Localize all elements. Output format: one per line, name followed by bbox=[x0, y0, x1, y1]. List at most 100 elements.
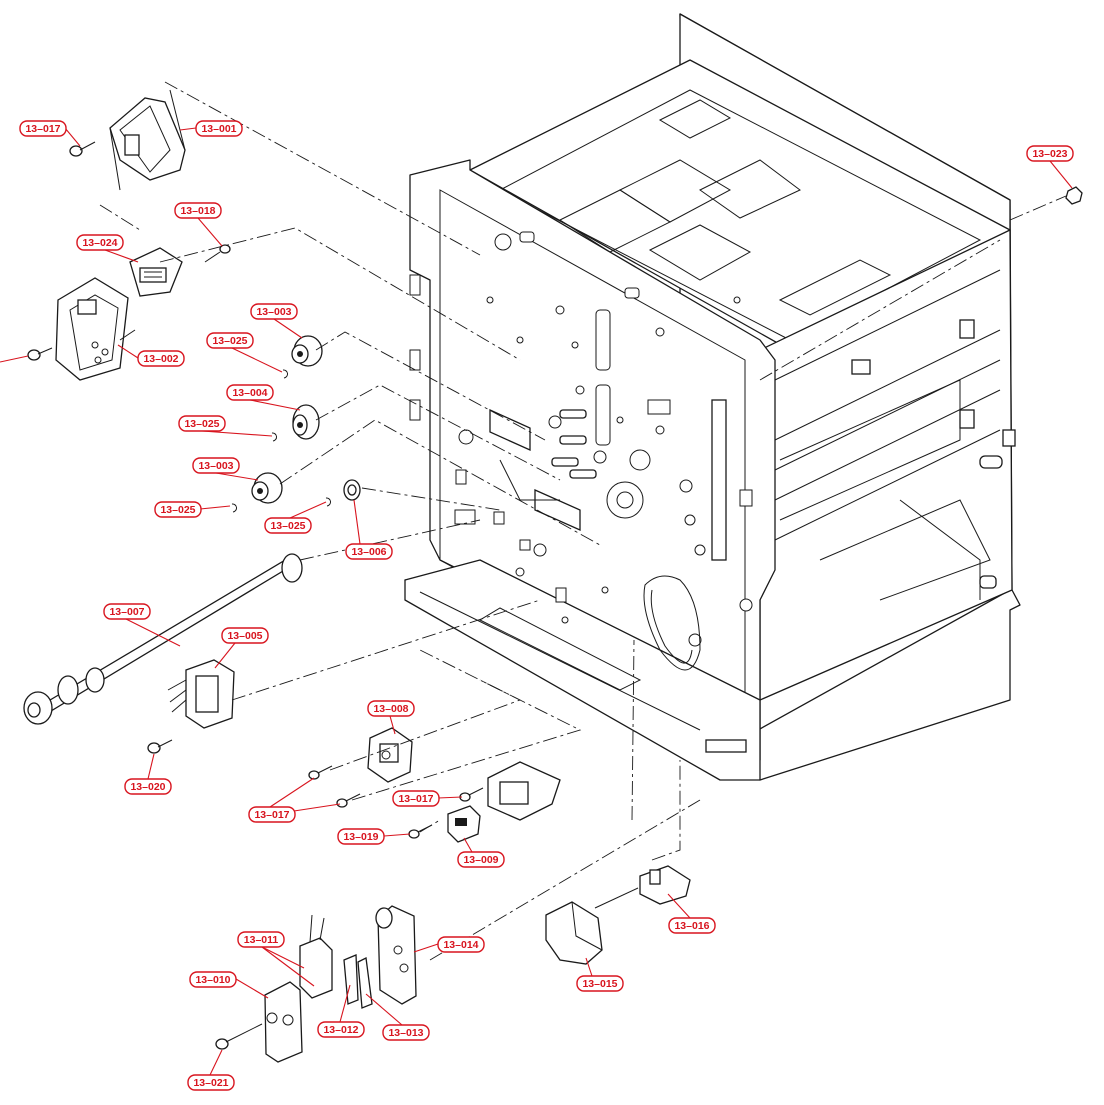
callout-text: 13–016 bbox=[674, 920, 709, 932]
callout-13-023: 13–023 bbox=[1026, 145, 1074, 162]
part-13-008 bbox=[367, 727, 413, 783]
callout-13-012: 13–012 bbox=[317, 1021, 365, 1038]
callout-text: 13–009 bbox=[463, 854, 498, 866]
callout-box bbox=[382, 1024, 430, 1041]
part-13-002 bbox=[55, 277, 136, 381]
callout-13-017a: 13–017 bbox=[19, 120, 67, 137]
chassis-frame bbox=[404, 13, 1021, 781]
callout-text: 13–017 bbox=[254, 809, 289, 821]
part-sensor-bracket bbox=[487, 761, 561, 821]
callout-box bbox=[457, 851, 505, 868]
callout-text: 13–020 bbox=[130, 781, 165, 793]
callout-13-011: 13–011 bbox=[237, 931, 285, 948]
callout-13-025d: 13–025 bbox=[264, 517, 312, 534]
callout-box bbox=[174, 202, 222, 219]
callout-text: 13–018 bbox=[180, 205, 215, 217]
callout-text: 13–025 bbox=[270, 520, 305, 532]
callout-13-005: 13–005 bbox=[221, 627, 269, 644]
callout-13-006: 13–006 bbox=[345, 543, 393, 560]
callout-box bbox=[192, 457, 240, 474]
part-13-006-bushing bbox=[343, 479, 361, 501]
callout-13-001: 13–001 bbox=[195, 120, 243, 137]
callout-13-017b: 13–017 bbox=[392, 790, 440, 807]
callout-13-016: 13–016 bbox=[668, 917, 716, 934]
callout-text: 13–002 bbox=[143, 353, 178, 365]
callout-13-008: 13–008 bbox=[367, 700, 415, 717]
callout-13-007: 13–007 bbox=[103, 603, 151, 620]
callout-13-004: 13–004 bbox=[226, 384, 274, 401]
part-13-011 bbox=[299, 914, 333, 999]
part-13-020 bbox=[147, 739, 173, 754]
callout-box bbox=[576, 975, 624, 992]
callout-text: 13–003 bbox=[256, 306, 291, 318]
callout-box bbox=[345, 543, 393, 560]
callout-13-019: 13–019 bbox=[337, 828, 385, 845]
callout-box bbox=[76, 234, 124, 251]
callout-13-018: 13–018 bbox=[174, 202, 222, 219]
callout-13-020: 13–020 bbox=[124, 778, 172, 795]
callout-box bbox=[250, 303, 298, 320]
callout-text: 13–001 bbox=[201, 123, 236, 135]
callout-13-003a: 13–003 bbox=[250, 303, 298, 320]
callout-13-009: 13–009 bbox=[457, 851, 505, 868]
part-13-016 bbox=[594, 865, 691, 909]
callout-text: 13–010 bbox=[195, 974, 230, 986]
callout-box bbox=[178, 415, 226, 432]
part-13-012-013 bbox=[343, 954, 373, 1009]
callout-text: 13–017 bbox=[25, 123, 60, 135]
part-13-023 bbox=[1065, 186, 1083, 205]
part-13-024 bbox=[129, 247, 183, 297]
callout-box bbox=[237, 931, 285, 948]
callout-labels: 13–001 13–017 13–023 13–018 13–024 13–002 13–0… bbox=[19, 120, 1074, 1091]
callout-box bbox=[367, 700, 415, 717]
callout-text: 13–025 bbox=[184, 418, 219, 430]
callout-box bbox=[189, 971, 237, 988]
part-13-015 bbox=[545, 901, 603, 965]
callout-text: 13–021 bbox=[193, 1077, 228, 1089]
callout-13-014: 13–014 bbox=[437, 936, 485, 953]
callout-box bbox=[1026, 145, 1074, 162]
callout-text: 13–004 bbox=[232, 387, 267, 399]
callout-box bbox=[103, 603, 151, 620]
callout-box bbox=[206, 332, 254, 349]
callout-text: 13–023 bbox=[1032, 148, 1067, 160]
callout-text: 13–024 bbox=[82, 237, 117, 249]
assembly-lines bbox=[99, 81, 1067, 961]
callout-box bbox=[337, 828, 385, 845]
callout-text: 13–011 bbox=[244, 934, 279, 946]
callout-13-024: 13–024 bbox=[76, 234, 124, 251]
callout-13-010: 13–010 bbox=[189, 971, 237, 988]
callout-text: 13–025 bbox=[160, 504, 195, 516]
callout-13-025b: 13–025 bbox=[178, 415, 226, 432]
callout-13-003b: 13–003 bbox=[192, 457, 240, 474]
callout-13-015: 13–015 bbox=[576, 975, 624, 992]
callout-text: 13–017 bbox=[398, 793, 433, 805]
callout-box bbox=[437, 936, 485, 953]
callout-box bbox=[226, 384, 274, 401]
callout-box bbox=[124, 778, 172, 795]
callout-13-021: 13–021 bbox=[187, 1074, 235, 1091]
part-13-007-shaft bbox=[23, 553, 303, 725]
callout-13-013: 13–013 bbox=[382, 1024, 430, 1041]
part-13-017-screw-top bbox=[69, 141, 96, 157]
callout-box bbox=[248, 806, 296, 823]
part-13-005 bbox=[167, 659, 235, 729]
callout-box bbox=[264, 517, 312, 534]
callout-13-002: 13–002 bbox=[137, 350, 185, 367]
part-13-021 bbox=[215, 1023, 263, 1050]
callout-box bbox=[317, 1021, 365, 1038]
callout-text: 13–006 bbox=[351, 546, 386, 558]
callout-text: 13–003 bbox=[198, 460, 233, 472]
callout-text: 13–007 bbox=[109, 606, 144, 618]
part-13-017-screws-mid bbox=[308, 765, 484, 808]
callout-box bbox=[137, 350, 185, 367]
callout-text: 13–005 bbox=[227, 630, 262, 642]
part-13-004-gear bbox=[292, 404, 320, 440]
part-13-009 bbox=[447, 805, 481, 843]
part-13-001 bbox=[109, 89, 186, 191]
leader-lines bbox=[0, 127, 1073, 1076]
callout-text: 13–014 bbox=[443, 939, 478, 951]
part-13-025-rings bbox=[231, 369, 331, 513]
callout-text: 13–013 bbox=[388, 1027, 423, 1039]
